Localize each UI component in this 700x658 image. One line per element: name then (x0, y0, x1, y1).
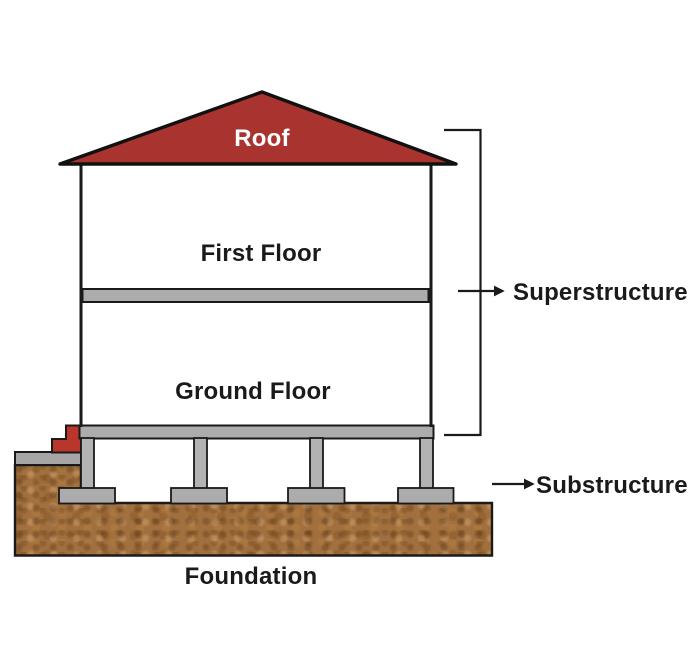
substructure-label: Substructure (536, 472, 688, 499)
ground-floor-slab (78, 424, 435, 440)
column-2 (193, 437, 208, 490)
footing-1 (58, 487, 116, 505)
superstructure-bracket (444, 128, 482, 437)
superstructure-arrowhead-icon (494, 285, 505, 297)
first-floor-label: First Floor (200, 240, 322, 267)
plinth-strip (14, 451, 82, 466)
first-floor-slab (81, 288, 430, 303)
entrance-steps (51, 424, 82, 454)
footing-2 (170, 487, 228, 505)
ground-floor-label: Ground Floor (175, 378, 331, 405)
foundation-label: Foundation (184, 563, 318, 590)
column-1 (80, 437, 95, 490)
column-3 (309, 437, 324, 490)
roof-label: Roof (234, 125, 290, 152)
footing-4 (397, 487, 455, 505)
roof-shape (58, 90, 458, 166)
footing-3 (287, 487, 346, 505)
column-4 (419, 437, 434, 490)
superstructure-label: Superstructure (513, 279, 688, 306)
substructure-arrowhead-icon (524, 478, 535, 490)
